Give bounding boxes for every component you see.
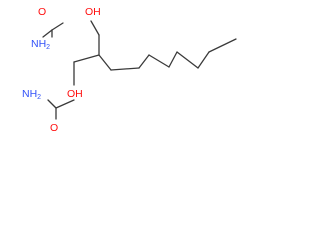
subscript-2-lower: 2 [37,94,41,101]
bond-chain-4 [148,54,170,68]
bond-chain-5 [168,51,178,68]
bond-chain-3 [138,54,150,69]
bond-lower-carbonyl-to-n [47,99,57,109]
atom-oxygen-lower: O [50,122,58,134]
bond-chain-1 [98,54,112,71]
subscript-2-upper: 2 [46,44,50,51]
atom-amine-upper: NH2 [31,38,50,51]
molecule-structure: O OH NH2 NH2 OH O [22,6,237,134]
atom-amine-lower: NH2 [22,88,41,101]
bond-branch-to-lower-ch2 [73,54,100,63]
atom-hydroxyl-lower: OH [67,88,83,100]
bond-chain-7 [197,51,210,69]
atom-hydroxyl-upper: OH [85,6,101,18]
bond-chain-2 [110,67,140,71]
atom-oxygen-upper: O [38,6,46,18]
bond-chain-6 [176,51,199,69]
bond-upper-carbonyl-to-n [42,29,53,38]
bond-upper-carbonyl-to-oh [51,22,64,31]
bond-upper-ester-o-to-ch2 [90,20,100,36]
bond-lower-ester-o-to-carbonyl [55,99,75,109]
bond-chain-8 [208,38,237,53]
